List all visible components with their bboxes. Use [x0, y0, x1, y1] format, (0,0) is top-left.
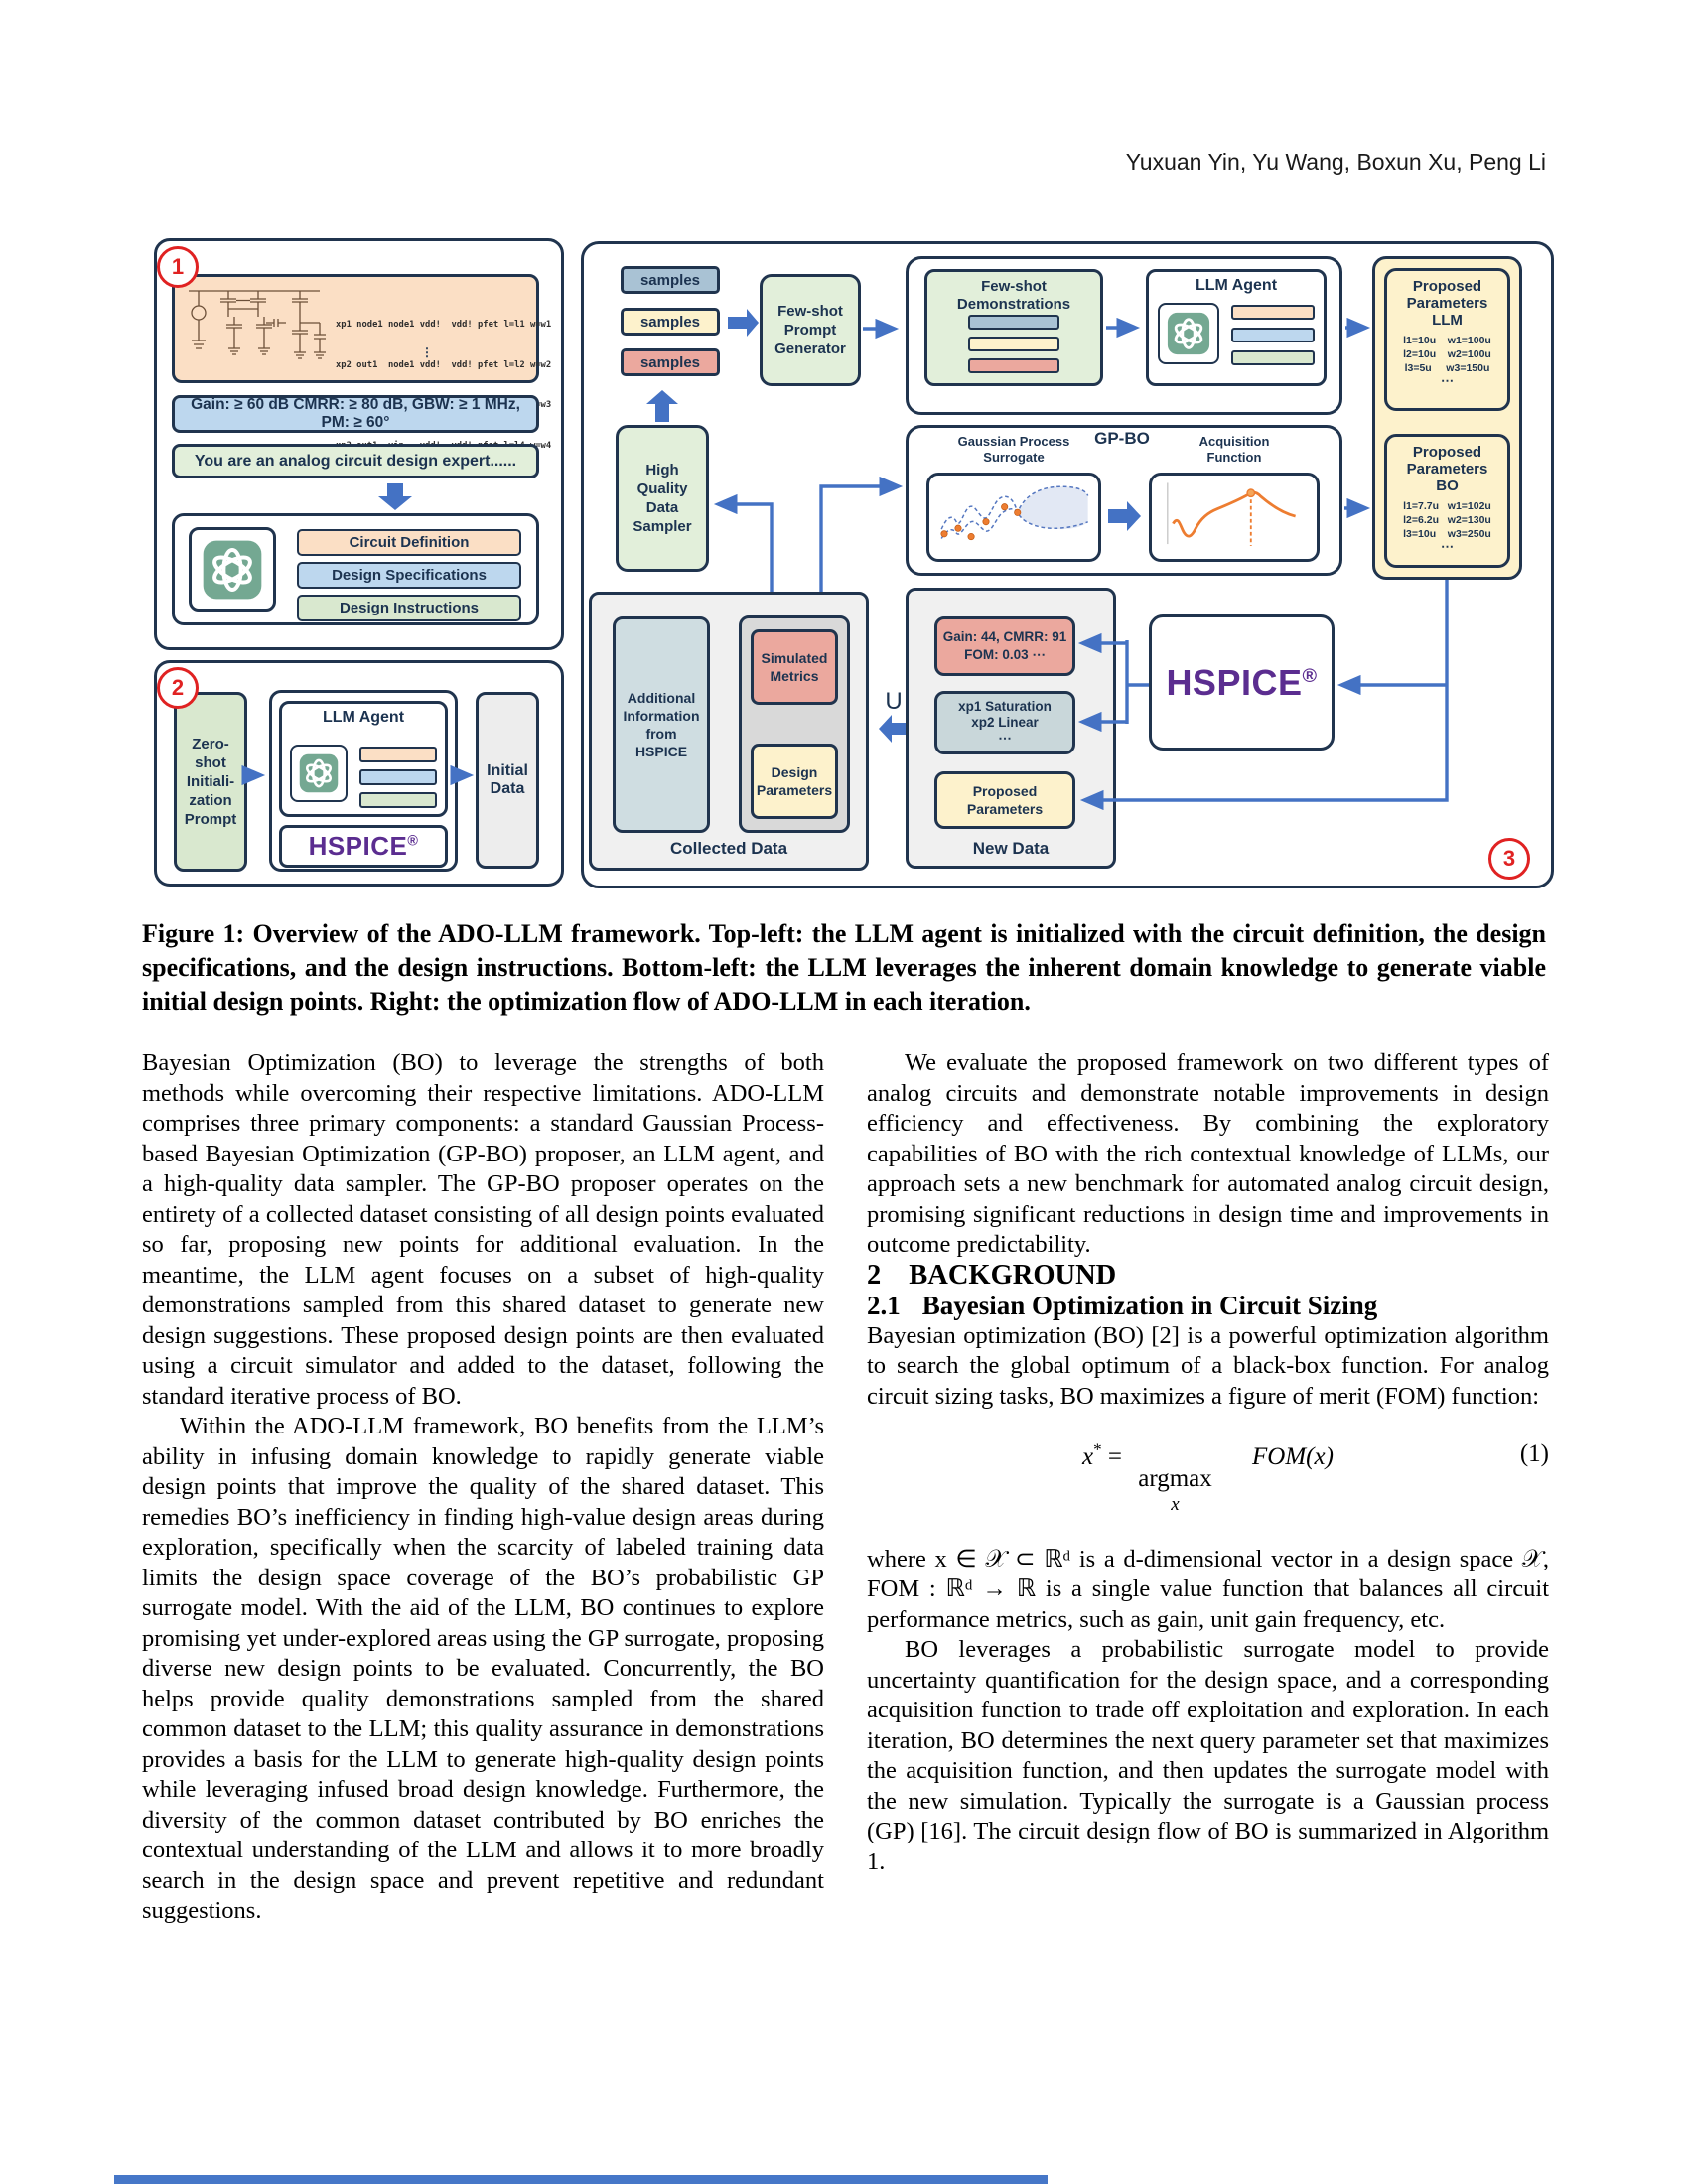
- gpt-icon-frame: [189, 527, 276, 612]
- eq-x: x: [1082, 1443, 1094, 1471]
- body-paragraph: BO leverages a probabilistic surrogate m…: [867, 1636, 1549, 1875]
- subsection-title: Bayesian Optimization in Circuit Sizing: [921, 1291, 1378, 1320]
- eq-star: *: [1093, 1440, 1102, 1459]
- new-data-label: New Data: [972, 839, 1050, 858]
- prompt-bar: [1231, 328, 1315, 342]
- badge-2: 2: [157, 667, 199, 709]
- gaussian-process-surrogate-label: Gaussian Process Surrogate: [957, 434, 1070, 465]
- operating-region-box: xp1 Saturation xp2 Linear ⋯: [934, 691, 1075, 754]
- proposed-parameters-llm-values: l1=10u w1=100u l2=10u w2=100u l3=5u w3=1…: [1403, 335, 1491, 374]
- proposed-parameters-bo-box: Proposed Parameters BO l1=7.7u w1=102u l…: [1384, 434, 1510, 568]
- hspice-label: HSPICE: [1166, 661, 1303, 703]
- acquisition-function-label: Acquisition Function: [1198, 434, 1270, 465]
- badge-3: 3: [1488, 838, 1530, 880]
- prompt-bar: [1231, 350, 1315, 365]
- circuit-schematic: [189, 290, 326, 359]
- prompt-bar: [359, 769, 437, 785]
- zero-shot-prompt-box: Zero-shot Initiali- zation Prompt: [174, 692, 247, 872]
- gpt-logo-icon: [1167, 312, 1210, 355]
- design-parameters-box: Design Parameters: [751, 744, 838, 819]
- prompt-bar: [1231, 305, 1315, 320]
- collected-data-label: Collected Data: [669, 839, 788, 858]
- circuit-definition-box: [172, 274, 539, 383]
- body-paragraph: Within the ADO-LLM framework, BO benefit…: [142, 1413, 824, 1924]
- left-column: Bayesian Optimization (BO) to leverage t…: [142, 1048, 824, 1927]
- eq-equals: =: [1107, 1443, 1123, 1471]
- section-heading: 2 BACKGROUND: [867, 1259, 1549, 1292]
- netlist-line: xp2 out1 node1 vdd! vdd! pfet l=l2 w=w2: [336, 359, 552, 370]
- body-paragraph: Bayesian optimization (BO) [2] is a powe…: [867, 1321, 1549, 1410]
- hspice-label: HSPICE: [308, 831, 408, 861]
- union-symbol: U: [885, 688, 903, 715]
- section-number: 2: [867, 1259, 882, 1291]
- simulated-metrics-box: Simulated Metrics: [751, 629, 838, 705]
- body-paragraph: where x ∈ 𝒳 ⊂ ℝᵈ is a d-dimensional vect…: [867, 1545, 1549, 1633]
- acquisition-function-plot: [1167, 482, 1296, 546]
- running-header-authors: Yuxuan Yin, Yu Wang, Boxun Xu, Peng Li: [1125, 149, 1546, 175]
- proposed-parameters-bo-title: Proposed Parameters BO: [1406, 444, 1488, 494]
- figure-caption: Figure 1: Overview of the ADO-LLM framew…: [142, 919, 1546, 1016]
- design-instructions-bar: Design Instructions: [297, 595, 521, 621]
- section-title: BACKGROUND: [909, 1259, 1117, 1291]
- demo-bar: [968, 337, 1059, 351]
- hspice-reg: ®: [407, 833, 419, 850]
- new-metrics-box: Gain: 44, CMRR: 91 FOM: 0.03 ⋯: [934, 616, 1075, 676]
- samples-box-3: samples: [621, 348, 720, 376]
- gpt-icon-frame: [1158, 303, 1219, 364]
- proposed-parameters-llm-title: Proposed Parameters LLM: [1406, 278, 1488, 329]
- eq-fom: FOM(x): [1252, 1443, 1334, 1471]
- new-proposed-parameters-box: Proposed Parameters: [934, 771, 1075, 829]
- prompt-bar: [359, 747, 437, 762]
- gpt-icon-frame: [290, 745, 348, 802]
- design-specifications-bar: Design Specifications: [297, 562, 521, 589]
- badge-1: 1: [157, 246, 199, 288]
- design-instructions-prompt-box: You are an analog circuit design expert.…: [172, 444, 539, 478]
- ellipsis: ⋯: [1441, 373, 1454, 388]
- few-shot-prompt-generator-box: Few-shot Prompt Generator: [760, 274, 861, 386]
- gp-surrogate-plot: [940, 485, 1089, 541]
- proposed-parameters-llm-box: Proposed Parameters LLM l1=10u w1=100u l…: [1384, 268, 1510, 411]
- hspice-box: HSPICE®: [279, 825, 448, 868]
- initial-data-box: Initial Data: [476, 692, 539, 869]
- subsection-heading: 2.1 Bayesian Optimization in Circuit Sizi…: [867, 1291, 1549, 1321]
- demo-bar: [968, 358, 1059, 373]
- gp-surrogate-plot-frame: [926, 473, 1101, 562]
- samples-box-1: samples: [621, 266, 720, 294]
- gp-bo-label: GP-BO: [1094, 429, 1150, 448]
- bottom-blue-strip: [114, 2175, 1048, 2184]
- equation-number: (1): [1519, 1440, 1549, 1467]
- gpt-logo-icon: [203, 540, 262, 599]
- prompt-bar: [359, 792, 437, 808]
- netlist-ellipsis: ⋮: [421, 345, 433, 359]
- netlist-line: xp1 node1 node1 vdd! vdd! pfet l=l1 w=w1: [336, 320, 552, 330]
- design-specifications-box: Gain: ≥ 60 dB CMRR: ≥ 80 dB, GBW: ≥ 1 MH…: [172, 395, 539, 433]
- hspice-reg: ®: [1302, 664, 1318, 687]
- hspice-simulator-box: HSPICE®: [1149, 614, 1335, 751]
- circuit-definition-bar: Circuit Definition: [297, 529, 521, 556]
- high-quality-data-sampler-box: High Quality Data Sampler: [616, 425, 709, 572]
- subsection-number: 2.1: [867, 1291, 901, 1320]
- gpt-logo-icon: [299, 753, 339, 793]
- demo-bar: [968, 315, 1059, 330]
- ellipsis: ⋯: [1441, 539, 1454, 554]
- body-paragraph: Bayesian Optimization (BO) to leverage t…: [142, 1049, 824, 1410]
- samples-box-2: samples: [621, 308, 720, 336]
- proposed-parameters-bo-values: l1=7.7u w1=102u l2=6.2u w2=130u l3=10u w…: [1403, 500, 1491, 540]
- additional-information-box: Additional Information from HSPICE: [613, 616, 710, 833]
- body-paragraph: We evaluate the proposed framework on tw…: [867, 1049, 1549, 1258]
- right-column: We evaluate the proposed framework on tw…: [867, 1048, 1549, 1877]
- acquisition-plot-frame: [1149, 473, 1320, 562]
